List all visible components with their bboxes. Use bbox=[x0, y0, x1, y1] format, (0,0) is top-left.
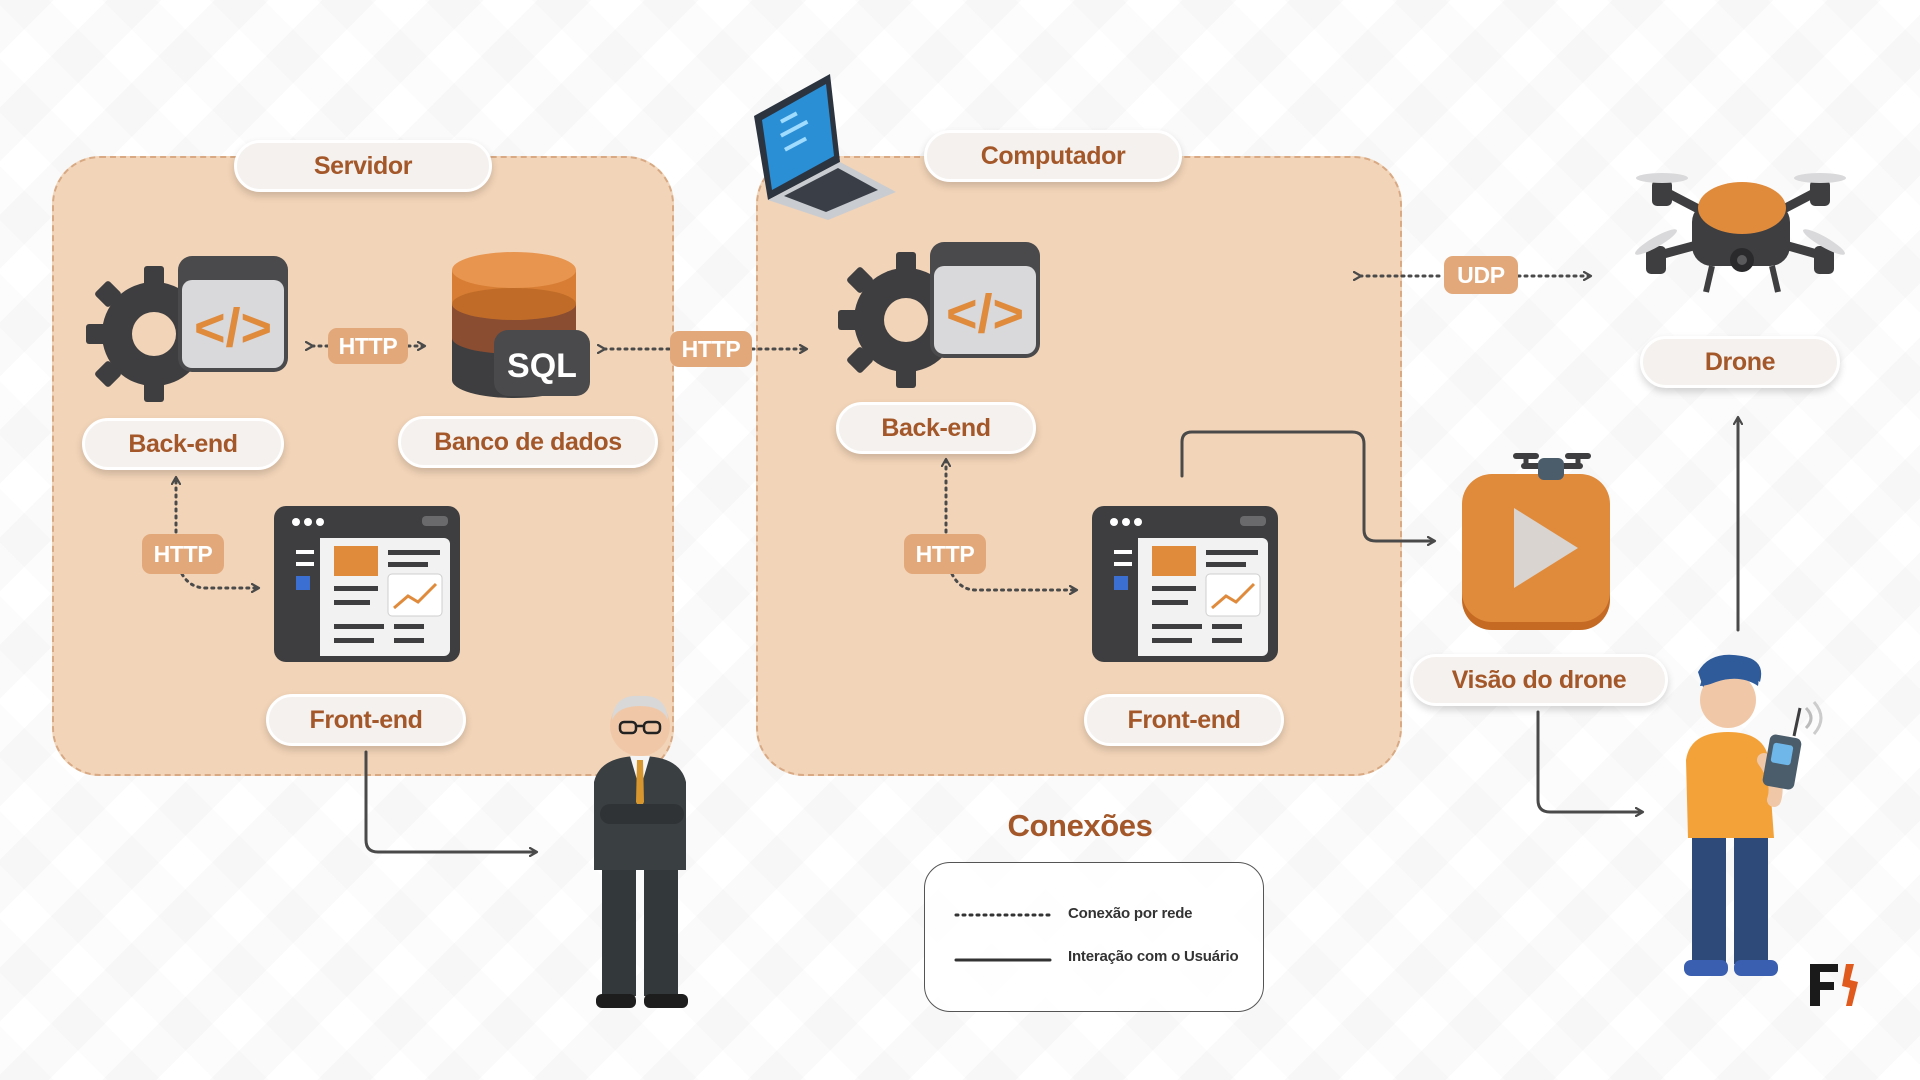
http-tag-db-computer: HTTP bbox=[670, 331, 752, 367]
user-interaction-lines bbox=[364, 418, 1738, 852]
laptop-icon bbox=[754, 74, 896, 220]
drone-label: Drone bbox=[1640, 336, 1840, 388]
computer-backend-label: Back-end bbox=[836, 402, 1036, 454]
computador-panel bbox=[756, 156, 1402, 776]
udp-tag-drone: UDP bbox=[1444, 256, 1518, 294]
server-backend-label: Back-end bbox=[82, 418, 284, 470]
legend-item-network: Conexão por rede bbox=[1068, 905, 1193, 922]
svg-text:</>: </> bbox=[946, 284, 1024, 344]
brand-logo-icon bbox=[1810, 964, 1858, 1006]
legend-solid-swatch bbox=[954, 958, 1052, 962]
drone-video-play-icon bbox=[1462, 453, 1610, 630]
drone-icon bbox=[1635, 173, 1846, 293]
http-tag-server-backend-db: HTTP bbox=[328, 328, 408, 364]
drone-pilot-person-icon bbox=[1684, 654, 1823, 976]
legend-dotted-swatch bbox=[954, 913, 1052, 917]
http-tag-server-backend-frontend: HTTP bbox=[142, 534, 224, 574]
http-tag-computer-backend-frontend: HTTP bbox=[904, 534, 986, 574]
computer-backend-gear-code-icon: </> bbox=[838, 242, 1040, 388]
line-frontend-to-video bbox=[1180, 430, 1434, 541]
server-frontend-window-icon bbox=[274, 506, 460, 662]
line-frontend-to-manager bbox=[364, 750, 536, 852]
conn-server-backend-frontend bbox=[176, 478, 258, 588]
manager-person-icon bbox=[594, 695, 688, 1008]
computador-panel-title: Computador bbox=[924, 130, 1182, 182]
legend-item-user: Interação com o Usuário bbox=[1068, 948, 1239, 965]
conn-computer-backend-frontend bbox=[946, 460, 1076, 590]
legend-box bbox=[924, 862, 1264, 1012]
svg-text:</>: </> bbox=[194, 298, 272, 358]
database-label: Banco de dados bbox=[398, 416, 658, 468]
computer-frontend-label: Front-end bbox=[1084, 694, 1284, 746]
server-frontend-label: Front-end bbox=[266, 694, 466, 746]
drone-video-label: Visão do drone bbox=[1410, 654, 1668, 706]
database-sql-icon: SQL bbox=[452, 252, 590, 398]
server-backend-gear-code-icon: </> bbox=[86, 256, 288, 402]
computer-frontend-window-icon bbox=[1092, 506, 1278, 662]
line-video-to-pilot bbox=[1536, 710, 1642, 812]
legend-title: Conexões bbox=[1007, 808, 1153, 843]
servidor-panel-title: Servidor bbox=[234, 140, 492, 192]
sql-text: SQL bbox=[507, 347, 577, 385]
